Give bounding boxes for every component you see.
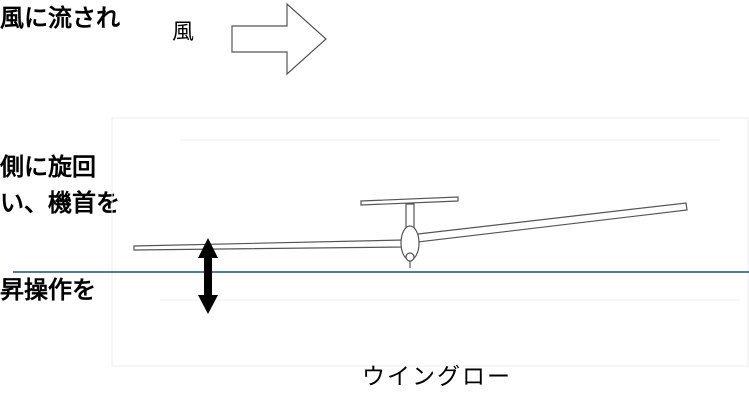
text-turn-side: 側に旋回 <box>0 153 96 181</box>
caption-wing-low: ウイングロー <box>362 364 512 390</box>
text-nose: い、機首を <box>0 189 120 217</box>
roll-double-arrow-icon <box>198 238 218 314</box>
wind-arrow-icon <box>231 2 327 76</box>
text-drifted-by-wind: 風に流され <box>0 4 120 32</box>
glider-icon <box>133 196 688 268</box>
text-climb-operation: 昇操作を <box>0 276 96 304</box>
wind-label: 風 <box>172 20 195 45</box>
faint-background-panel <box>111 117 749 367</box>
